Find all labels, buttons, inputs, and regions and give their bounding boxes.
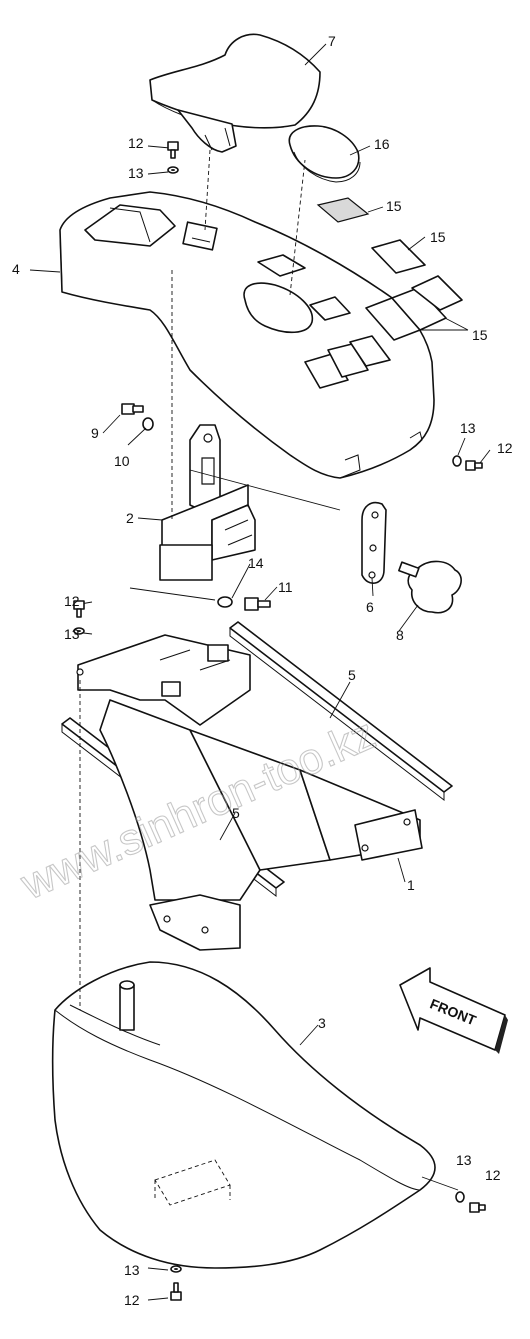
console-lower-cover-part-3 xyxy=(51,961,436,1269)
callout-2: 2 xyxy=(126,510,134,526)
mounting-bracket-part-2 xyxy=(159,424,256,581)
callout-5: 5 xyxy=(232,805,240,821)
frame-part-1 xyxy=(76,634,423,951)
callout-15: 15 xyxy=(472,327,488,343)
alignment-lines xyxy=(79,149,306,1010)
callout-labels: 7 12 13 16 15 4 15 15 9 10 13 12 2 14 11… xyxy=(12,33,513,1308)
washer-part-13-lower-right xyxy=(455,1191,465,1203)
callout-12: 12 xyxy=(64,593,80,609)
console-upper-cover-part-4 xyxy=(59,191,435,479)
washer-part-10 xyxy=(142,417,154,431)
callout-8: 8 xyxy=(396,627,404,643)
front-direction-arrow: FRONT xyxy=(399,967,508,1054)
callout-14: 14 xyxy=(248,555,264,571)
callout-13: 13 xyxy=(456,1152,472,1168)
label-plates-part-15 xyxy=(316,197,463,341)
screw-part-12-bottom xyxy=(170,1282,182,1301)
armrest-cushion-part-7 xyxy=(149,33,321,153)
washer-part-13-top xyxy=(167,166,179,174)
leader-lines xyxy=(29,43,491,1301)
knob-part-8 xyxy=(398,560,462,614)
screw-part-12-lower-right xyxy=(469,1202,486,1213)
callout-9: 9 xyxy=(91,425,99,441)
cap-part-16 xyxy=(288,125,361,183)
callout-12: 12 xyxy=(124,1292,140,1308)
washer-part-13-left xyxy=(73,627,85,635)
callout-16: 16 xyxy=(374,136,390,152)
callout-13: 13 xyxy=(124,1262,140,1278)
callout-6: 6 xyxy=(366,599,374,615)
bolt-part-11 xyxy=(244,597,271,611)
callout-12: 12 xyxy=(485,1167,501,1183)
callout-3: 3 xyxy=(318,1015,326,1031)
callout-13: 13 xyxy=(460,420,476,436)
screw-part-9 xyxy=(121,403,144,415)
screw-part-12-left xyxy=(73,600,85,618)
screw-part-12-top xyxy=(167,141,179,159)
callout-4: 4 xyxy=(12,261,20,277)
callout-12: 12 xyxy=(128,135,144,151)
callout-15: 15 xyxy=(430,229,446,245)
callout-11: 11 xyxy=(278,579,293,595)
callout-15: 15 xyxy=(386,198,402,214)
callout-13: 13 xyxy=(128,165,144,181)
screw-part-12-right xyxy=(465,460,483,471)
callout-1: 1 xyxy=(407,877,415,893)
washer-part-14 xyxy=(217,596,233,608)
callout-10: 10 xyxy=(114,453,130,469)
washer-part-13-bottom xyxy=(170,1265,182,1273)
callout-13: 13 xyxy=(64,626,80,642)
link-part-6 xyxy=(361,501,387,584)
callout-5: 5 xyxy=(348,667,356,683)
washer-part-13-right xyxy=(452,455,462,467)
callout-7: 7 xyxy=(328,33,336,49)
callout-12: 12 xyxy=(497,440,513,456)
rail-part-5-right xyxy=(229,621,453,802)
